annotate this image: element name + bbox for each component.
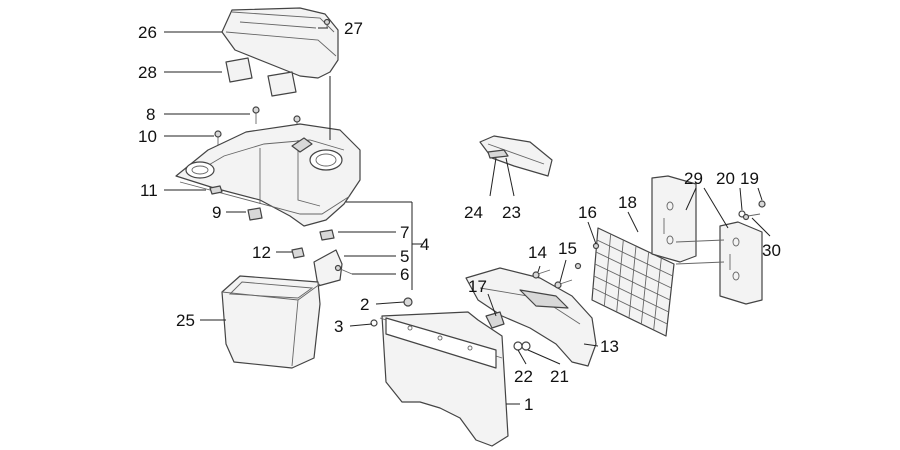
callout-30: 30	[762, 241, 781, 260]
callout-14: 14	[528, 243, 547, 262]
callout-6: 6	[400, 265, 409, 284]
callout-1: 1	[524, 395, 533, 414]
callout-12: 12	[252, 243, 271, 262]
washer-part-3	[370, 319, 378, 327]
callout-22: 22	[514, 367, 533, 386]
callout-21: 21	[550, 367, 569, 386]
callout-16: 16	[578, 203, 597, 222]
washer-part-21	[521, 341, 531, 351]
callout-labels: 26 27 28 8 10 11 9 4 7 5 6 12 25 3 2 1 2…	[138, 19, 781, 414]
screw-part-15	[554, 262, 582, 289]
screw-part-27	[323, 18, 331, 28]
callout-23: 23	[502, 203, 521, 222]
callout-20: 20	[716, 169, 735, 188]
screw-part-16	[592, 242, 600, 250]
screw-part-14	[532, 269, 551, 279]
callout-27: 27	[344, 19, 363, 38]
callout-7: 7	[400, 223, 409, 242]
rear-fender-part-13	[465, 267, 597, 367]
screw-part-8	[252, 106, 301, 133]
callout-3: 3	[334, 317, 343, 336]
foam-pads-part-28	[225, 57, 297, 97]
callout-8: 8	[146, 105, 155, 124]
screw-part-10	[214, 130, 222, 146]
screw-part-19	[758, 200, 766, 208]
callout-4: 4	[420, 235, 429, 254]
callout-15: 15	[558, 239, 577, 258]
callout-2: 2	[360, 295, 369, 314]
callout-5: 5	[400, 247, 409, 266]
top-cover-part-26	[221, 7, 339, 79]
reflector-part-24	[487, 149, 509, 159]
callout-18: 18	[618, 193, 637, 212]
leader-lines	[164, 27, 771, 405]
callout-17: 17	[468, 277, 487, 296]
clip-part-11	[209, 185, 223, 195]
callout-25: 25	[176, 311, 195, 330]
callout-28: 28	[138, 63, 157, 82]
bracket-part-29	[651, 175, 763, 305]
callout-26: 26	[138, 23, 157, 42]
callout-10: 10	[138, 127, 157, 146]
screw-part-30	[742, 213, 761, 221]
callout-13: 13	[600, 337, 619, 356]
screw-part-6	[334, 264, 353, 275]
block-part-12	[291, 247, 305, 259]
callout-11: 11	[140, 181, 158, 200]
mudflap-part-1	[379, 311, 509, 447]
clip-part-9	[247, 207, 263, 221]
storage-box-part-25	[221, 275, 321, 369]
washer-part-22	[513, 341, 523, 351]
callout-9: 9	[212, 203, 221, 222]
main-tray-part-4	[175, 123, 361, 227]
callout-24: 24	[464, 203, 483, 222]
callout-29: 29	[684, 169, 703, 188]
callout-19: 19	[740, 169, 759, 188]
screw-part-2	[403, 297, 413, 307]
clip-part-7	[319, 229, 335, 241]
